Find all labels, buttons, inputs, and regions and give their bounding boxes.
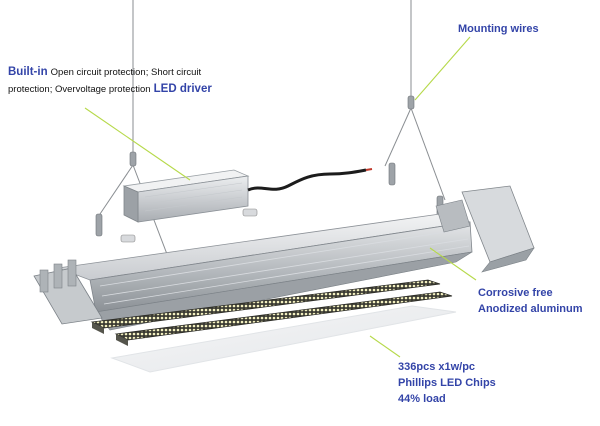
driver-line-1: Built-in Open circuit protection; Short …	[8, 64, 268, 81]
chips-line-1: 336pcs x1w/pc	[398, 361, 476, 373]
lamp-housing-icon	[33, 185, 535, 331]
mounting-wires	[99, 0, 446, 263]
diffuser-panel-icon	[110, 305, 457, 373]
driver-led-driver-text: LED driver	[153, 83, 212, 95]
chips-line-3: 44% load	[398, 393, 446, 405]
leader-lines	[84, 36, 477, 358]
led-driver-box-icon	[120, 168, 373, 243]
driver-built-in-text: Built-in	[8, 66, 48, 78]
anodized-line-1: Corrosive free	[478, 287, 553, 299]
driver-protection-text-2: protection; Overvoltage protection	[8, 84, 151, 95]
led-driver-label: Built-in Open circuit protection; Short …	[8, 64, 268, 98]
anodized-aluminum-label: Corrosive free Anodized aluminum	[478, 285, 598, 317]
mounting-wires-label: Mounting wires	[458, 23, 539, 35]
driver-line-2: protection; Overvoltage protection LED d…	[8, 81, 268, 98]
anodized-line-2: Anodized aluminum	[478, 303, 583, 315]
chips-line-2: Phillips LED Chips	[398, 377, 496, 389]
driver-protection-text-1: Open circuit protection; Short circuit	[50, 67, 202, 78]
led-board-icon	[90, 279, 453, 346]
led-chips-label: 336pcs x1w/pc Phillips LED Chips 44% loa…	[398, 359, 558, 407]
